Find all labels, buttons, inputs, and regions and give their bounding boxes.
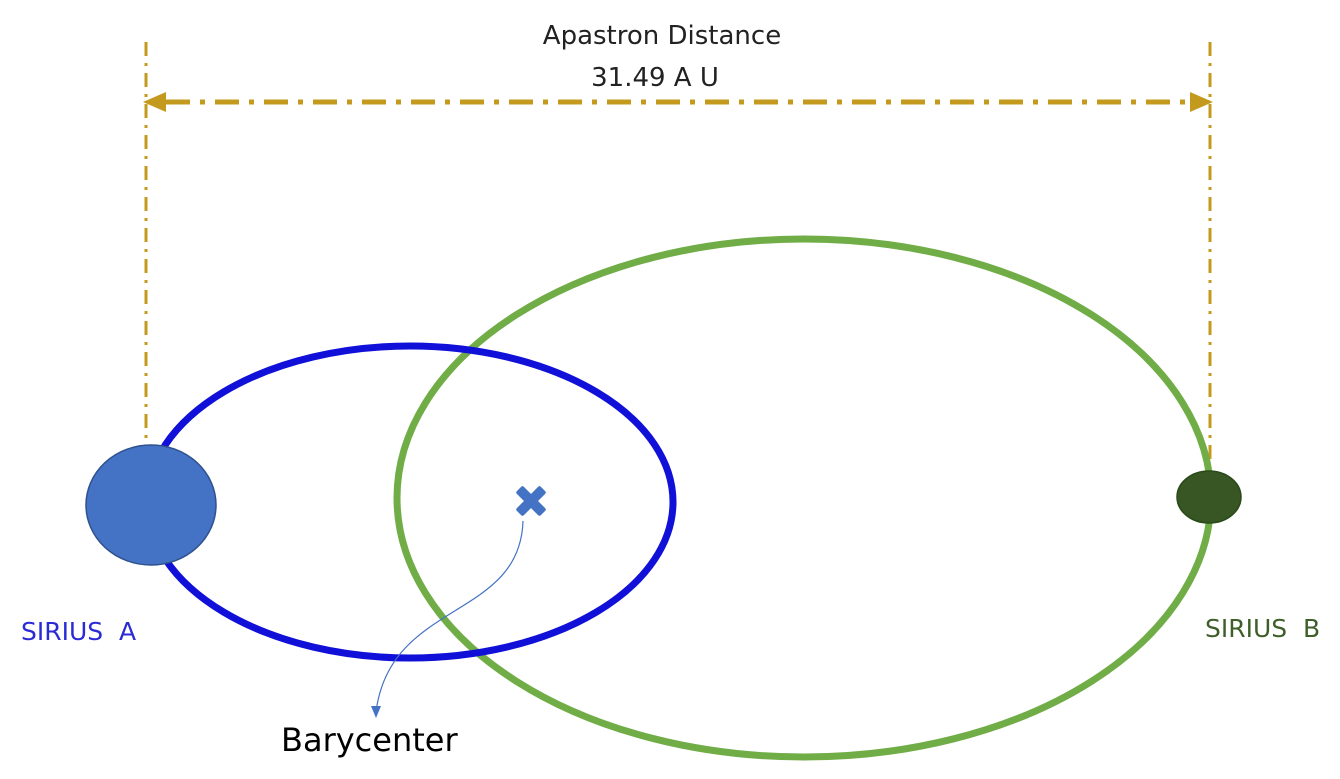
- sirius-a-orbit: [143, 342, 677, 662]
- apastron-dimension: Apastron Distance 31.49 A U: [143, 21, 1213, 468]
- sirius-a-label: SIRIUS A: [21, 617, 136, 646]
- sirius-b-orbit: [393, 235, 1215, 761]
- barycenter-marker-icon: [516, 486, 546, 516]
- sirius-b-label: SIRIUS B: [1205, 614, 1320, 643]
- dimension-arrow-left-icon: [143, 92, 166, 112]
- apastron-title: Apastron Distance: [543, 21, 781, 51]
- barycenter-label: Barycenter: [281, 721, 458, 759]
- barycenter-pointer-line: [375, 520, 524, 713]
- apastron-distance-value: 31.49 A U: [591, 63, 719, 93]
- dimension-arrow-right-icon: [1190, 92, 1213, 112]
- sirius-b-star: [1176, 470, 1242, 524]
- sirius-a-star: [85, 444, 217, 566]
- barycenter-pointer-arrowhead-icon: [371, 706, 381, 718]
